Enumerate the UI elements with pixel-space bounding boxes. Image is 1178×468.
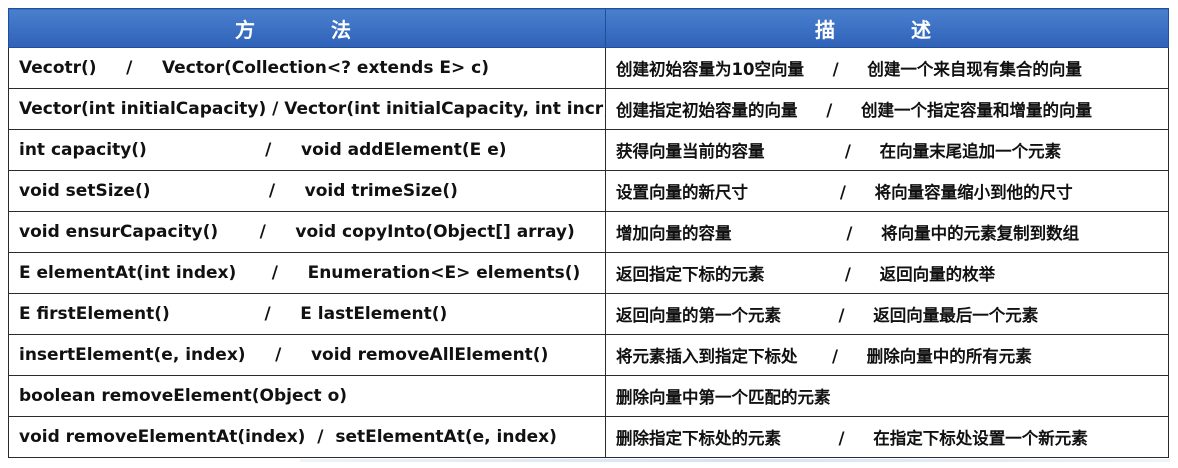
method-cell: E firstElement() / E lastElement() bbox=[8, 293, 606, 335]
method-cell: insertElement(e, index) / void removeAll… bbox=[8, 334, 606, 376]
table-header-row: 方 法 描 述 bbox=[8, 8, 1169, 48]
vector-methods-table-container: 方 法 描 述 Vecotr() / Vector(Collection<? e… bbox=[8, 8, 1169, 458]
description-cell: 创建初始容量为10空向量 / 创建一个来自现有集合的向量 bbox=[605, 47, 1169, 89]
method-cell: Vector(int initialCapacity) / Vector(int… bbox=[8, 88, 606, 130]
method-cell: Vecotr() / Vector(Collection<? extends E… bbox=[8, 47, 606, 89]
description-cell: 增加向量的容量 / 将向量中的元素复制到数组 bbox=[605, 211, 1169, 253]
vector-methods-table: 方 法 描 述 Vecotr() / Vector(Collection<? e… bbox=[8, 8, 1169, 458]
table-row: Vecotr() / Vector(Collection<? extends E… bbox=[8, 47, 1169, 89]
table-row: boolean removeElement(Object o) 删除向量中第一个… bbox=[8, 375, 1169, 417]
method-cell: E elementAt(int index) / Enumeration<E> … bbox=[8, 252, 606, 294]
table-row: void removeElementAt(index) / setElement… bbox=[8, 416, 1169, 458]
table-row: E firstElement() / E lastElement() 返回向量的… bbox=[8, 293, 1169, 335]
method-cell: void removeElementAt(index) / setElement… bbox=[8, 416, 606, 458]
description-cell: 获得向量当前的容量 / 在向量末尾追加一个元素 bbox=[605, 129, 1169, 171]
description-cell: 设置向量的新尺寸 / 将向量容量缩小到他的尺寸 bbox=[605, 170, 1169, 212]
header-method: 方 法 bbox=[8, 8, 606, 48]
method-cell: void setSize() / void trimeSize() bbox=[8, 170, 606, 212]
table-row: int capacity() / void addElement(E e) 获得… bbox=[8, 129, 1169, 171]
table-row: Vector(int initialCapacity) / Vector(int… bbox=[8, 88, 1169, 130]
description-cell: 删除指定下标处的元素 / 在指定下标处设置一个新元素 bbox=[605, 416, 1169, 458]
method-cell: int capacity() / void addElement(E e) bbox=[8, 129, 606, 171]
decorative-bottom-line bbox=[300, 459, 1170, 462]
method-cell: boolean removeElement(Object o) bbox=[8, 375, 606, 417]
method-cell: void ensurCapacity() / void copyInto(Obj… bbox=[8, 211, 606, 253]
description-cell: 返回指定下标的元素 / 返回向量的枚举 bbox=[605, 252, 1169, 294]
description-cell: 将元素插入到指定下标处 / 删除向量中的所有元素 bbox=[605, 334, 1169, 376]
header-description: 描 述 bbox=[605, 8, 1169, 48]
table-row: void setSize() / void trimeSize() 设置向量的新… bbox=[8, 170, 1169, 212]
description-cell: 创建指定初始容量的向量 / 创建一个指定容量和增量的向量 bbox=[605, 88, 1169, 130]
description-cell: 删除向量中第一个匹配的元素 bbox=[605, 375, 1169, 417]
table-row: insertElement(e, index) / void removeAll… bbox=[8, 334, 1169, 376]
table-row: void ensurCapacity() / void copyInto(Obj… bbox=[8, 211, 1169, 253]
description-cell: 返回向量的第一个元素 / 返回向量最后一个元素 bbox=[605, 293, 1169, 335]
table-row: E elementAt(int index) / Enumeration<E> … bbox=[8, 252, 1169, 294]
